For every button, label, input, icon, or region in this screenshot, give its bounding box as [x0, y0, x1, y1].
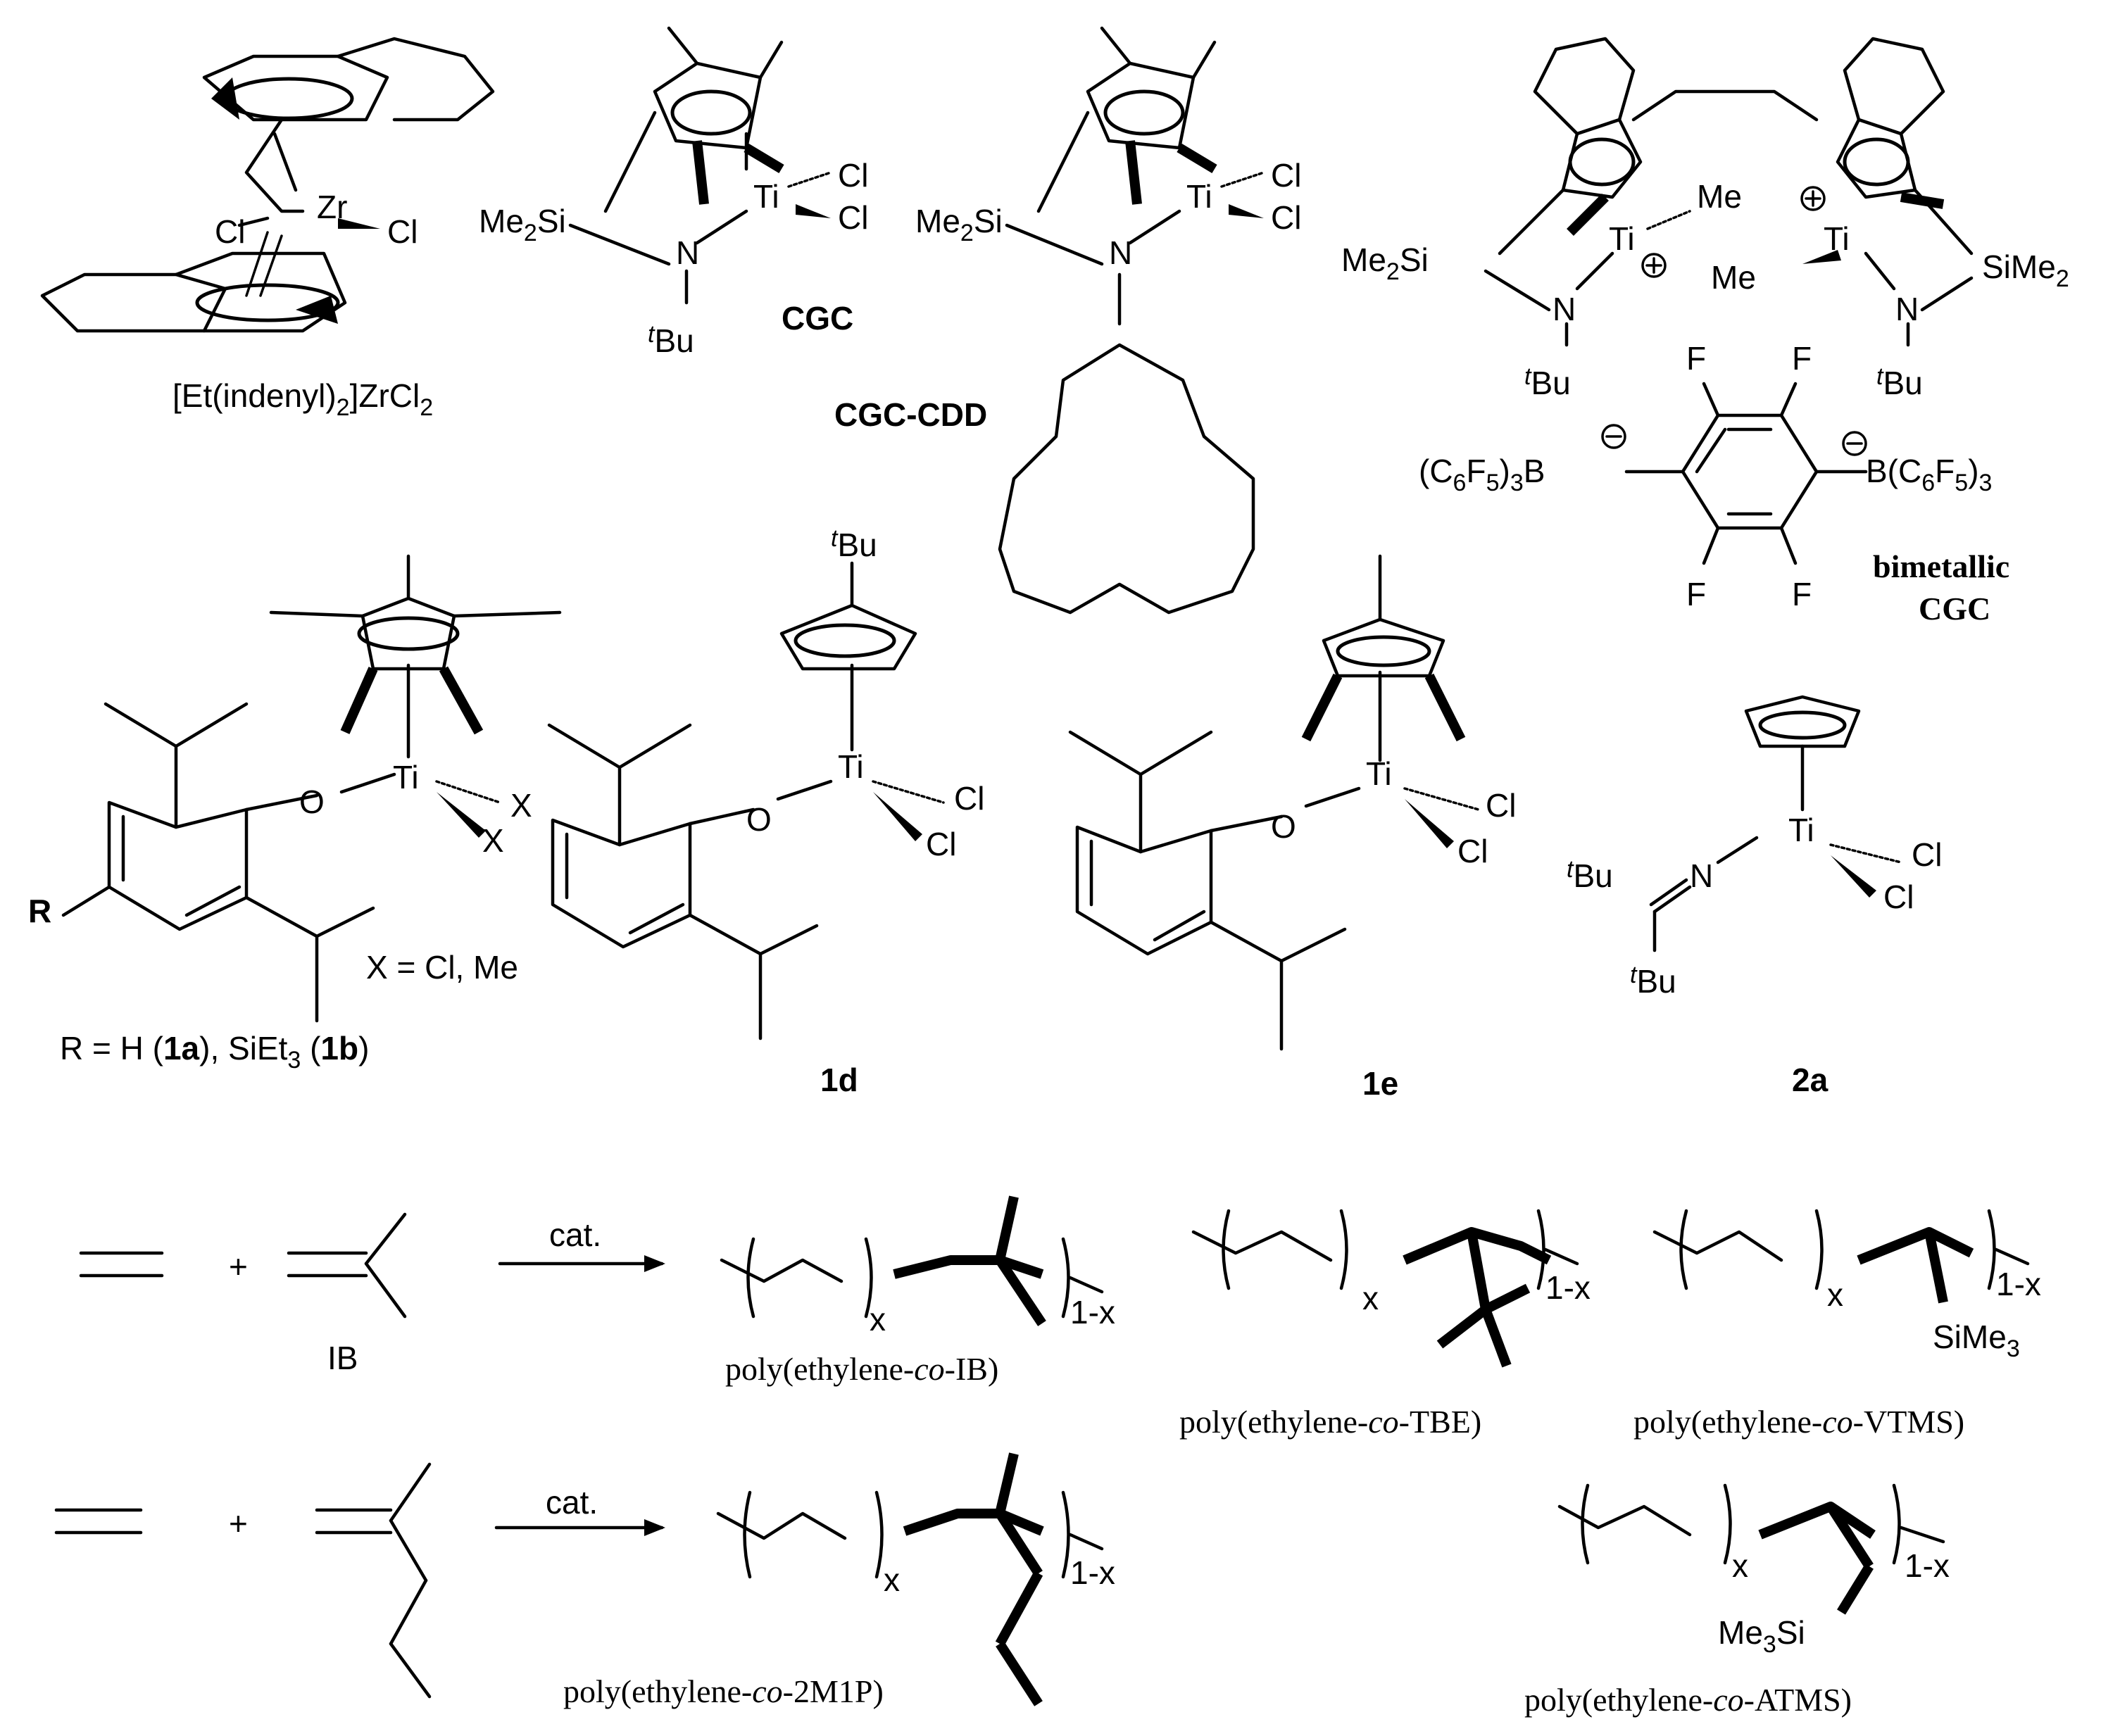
- n-atom: N: [676, 234, 699, 271]
- o-atom: O: [1271, 808, 1296, 845]
- cl-atom: Cl: [1912, 836, 1942, 873]
- ti-atom: Ti: [1824, 220, 1850, 257]
- me-group: Me: [1711, 259, 1756, 296]
- f-atom: F: [1686, 576, 1706, 612]
- compound-1d-label: 1d: [820, 1062, 858, 1098]
- subscript-x: x: [1362, 1280, 1379, 1316]
- f-atom: F: [1686, 340, 1706, 377]
- zirconocene-structure: Zr Cl Cl [Et(indenyl)2]ZrCl2: [40, 37, 495, 421]
- cl-atom: Cl: [1271, 157, 1301, 194]
- bimetallic-label-line2: CGC: [1919, 591, 1990, 627]
- ti-atom: Ti: [1788, 812, 1814, 848]
- me3si-group: Me3Si: [1718, 1614, 1805, 1658]
- compound-1ab-structure: Ti O X X R X = Cl, Me R = H (1a), SiEt3 …: [28, 554, 562, 1074]
- tbu-group: tBu: [831, 525, 877, 563]
- sime3-group: SiMe3: [1933, 1319, 2020, 1362]
- cl-atom: Cl: [387, 213, 418, 250]
- borate-left: (C6F5)3B: [1419, 453, 1545, 496]
- tbu-group: tBu: [648, 321, 694, 359]
- me2si-group: Me2Si: [1341, 241, 1429, 285]
- zr-atom: Zr: [317, 189, 347, 225]
- n-atom: N: [1553, 291, 1576, 327]
- tbu-group: tBu: [1567, 856, 1613, 894]
- subscript-1-x: 1-x: [1996, 1266, 2041, 1302]
- me2si-group: Me2Si: [915, 203, 1003, 246]
- product-vtms: x 1-x SiMe3 poly(ethylene-co-VTMS): [1633, 1209, 2041, 1440]
- tbu-group: tBu: [1630, 962, 1676, 1000]
- cgc-cdd-structure: Ti Cl Cl Me2Si N CGC-CDD: [834, 26, 1301, 615]
- compound-2a-structure: Ti N Cl Cl tBu tBu 2a: [1567, 695, 1942, 1098]
- n-atom: N: [1690, 857, 1713, 894]
- cl-atom: Cl: [215, 213, 245, 250]
- subscript-x: x: [1732, 1547, 1748, 1584]
- product-atms-label: poly(ethylene-co-ATMS): [1524, 1682, 1852, 1718]
- bimetallic-label-line1: bimetallic: [1873, 548, 2009, 584]
- cat-label: cat.: [546, 1484, 598, 1521]
- cl-atom: Cl: [1883, 879, 1914, 915]
- cl-atom: Cl: [1486, 787, 1516, 824]
- cl-atom: Cl: [1271, 199, 1301, 236]
- cl-atom: Cl: [1457, 833, 1488, 869]
- x-definition: X = Cl, Me: [366, 949, 518, 986]
- subscript-x: x: [870, 1301, 886, 1338]
- o-atom: O: [299, 784, 325, 820]
- me2si-group: Me2Si: [479, 203, 566, 246]
- tbu-group: tBu: [1876, 363, 1923, 401]
- cl-atom: Cl: [838, 157, 868, 194]
- ib-label: IB: [327, 1340, 358, 1376]
- product-tbe-label: poly(ethylene-co-TBE): [1179, 1404, 1481, 1440]
- o-atom: O: [746, 801, 772, 838]
- cl-atom: Cl: [954, 780, 984, 817]
- bimetallic-cgc-structure: Ti Me Ti Me Me2Si SiMe2 N N tBu tBu F F …: [1341, 37, 2069, 627]
- tbu-group: tBu: [1524, 363, 1571, 401]
- borate-right: B(C6F5)3: [1866, 453, 1992, 496]
- compound-2a-label: 2a: [1792, 1062, 1829, 1098]
- cgc-structure: Ti Cl Cl Me2Si N tBu CGC: [479, 26, 868, 359]
- product-2m1p-label: poly(ethylene-co-2M1P): [563, 1673, 884, 1709]
- me-group: Me: [1697, 178, 1742, 215]
- product-tbe: x 1-x poly(ethylene-co-TBE): [1179, 1209, 1591, 1440]
- r-group: R: [28, 893, 51, 929]
- subscript-1-x: 1-x: [1070, 1294, 1115, 1331]
- zirconocene-label: [Et(indenyl)2]ZrCl2: [173, 377, 433, 421]
- subscript-1-x: 1-x: [1070, 1554, 1115, 1591]
- subscript-1-x: 1-x: [1905, 1547, 1950, 1584]
- r-definition: R = H (1a), SiEt3 (1b): [60, 1030, 369, 1074]
- subscript-x: x: [1827, 1276, 1843, 1313]
- n-atom: N: [1109, 234, 1132, 271]
- subscript-1-x: 1-x: [1545, 1269, 1591, 1306]
- f-atom: F: [1792, 576, 1812, 612]
- product-atms: x 1-x Me3Si poly(ethylene-co-ATMS): [1524, 1483, 1950, 1718]
- compound-1e-structure: Ti O Cl Cl 1e: [1068, 554, 1516, 1102]
- sime2-group: SiMe2: [1982, 249, 2069, 292]
- n-atom: N: [1895, 291, 1919, 327]
- product-vtms-label: poly(ethylene-co-VTMS): [1633, 1404, 1964, 1440]
- ti-atom: Ti: [1609, 220, 1635, 257]
- x-group: X: [510, 787, 532, 824]
- reaction-2m1p: + cat. x 1-x poly(ethylene-co-2M1P): [54, 1452, 1115, 1709]
- f-atom: F: [1792, 340, 1812, 377]
- compound-1e-label: 1e: [1362, 1065, 1398, 1102]
- cat-label: cat.: [549, 1216, 601, 1253]
- compound-1d-structure: tBu Ti O Cl Cl 1d: [547, 525, 984, 1098]
- cl-atom: Cl: [926, 826, 956, 862]
- ti-atom: Ti: [1186, 178, 1212, 215]
- cgc-label: CGC: [782, 300, 853, 336]
- reaction-ib: + IB cat. x 1-x poly(ethylene-co-IB): [79, 1195, 1115, 1387]
- cl-atom: Cl: [838, 199, 868, 236]
- ti-atom: Ti: [838, 748, 864, 785]
- ti-atom: Ti: [1366, 755, 1392, 792]
- ti-atom: Ti: [753, 178, 779, 215]
- ti-atom: Ti: [393, 759, 419, 795]
- plus-sign: +: [229, 1505, 248, 1542]
- cgc-cdd-label: CGC-CDD: [834, 396, 987, 433]
- subscript-x: x: [884, 1561, 900, 1598]
- x-group: X: [482, 822, 504, 859]
- product-ib-label: poly(ethylene-co-IB): [725, 1351, 998, 1387]
- plus-sign: +: [229, 1248, 248, 1285]
